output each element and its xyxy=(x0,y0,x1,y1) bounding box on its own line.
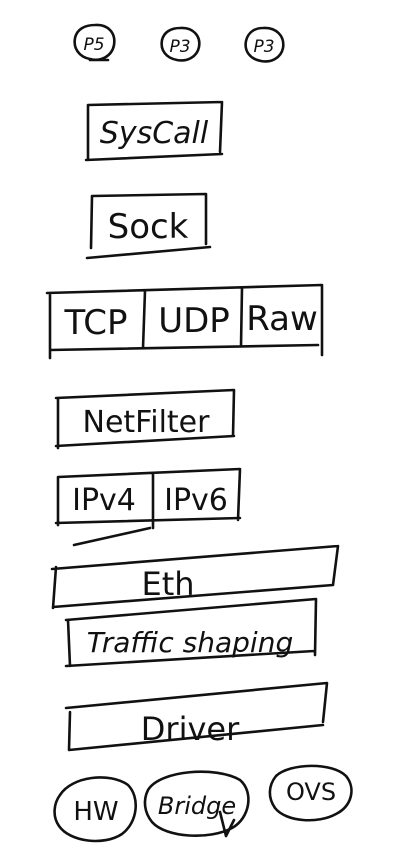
driver-box xyxy=(64,681,329,752)
process-label-3: P3 xyxy=(253,37,274,57)
syscall-label: SysCall xyxy=(100,116,209,151)
process-circle-1 xyxy=(73,23,116,62)
driver-layer: Driver xyxy=(64,681,329,752)
backend-label-hw: HW xyxy=(73,797,118,827)
process-circle-3 xyxy=(244,26,285,63)
process-label-1: P5 xyxy=(83,35,104,55)
ip-label-ipv6: IPv6 xyxy=(164,483,228,518)
backend-oval-bridge xyxy=(143,770,250,838)
transport-label-tcp: TCP xyxy=(63,303,127,343)
eth-label: Eth xyxy=(141,565,194,603)
transport-layer: TCP UDP Raw xyxy=(45,283,324,360)
transport-label-raw: Raw xyxy=(246,299,318,339)
backend-label-bridge: Bridge xyxy=(158,792,236,820)
sock-box xyxy=(85,192,212,260)
process-circle-2 xyxy=(160,26,201,62)
ip-label-ipv4: IPv4 xyxy=(72,483,136,518)
process-node: P5 xyxy=(73,23,116,62)
process-node: P3 xyxy=(160,26,201,62)
eth-box xyxy=(50,544,340,610)
netfilter-box xyxy=(54,388,236,450)
sock-layer: Sock xyxy=(85,192,212,260)
process-label-2: P3 xyxy=(169,37,190,57)
transport-box xyxy=(45,283,324,360)
process-node: P3 xyxy=(244,26,285,63)
transport-label-udp: UDP xyxy=(158,301,230,341)
backend-node: Bridge xyxy=(143,770,250,838)
sock-label: Sock xyxy=(108,207,189,247)
traffic-shaping-box xyxy=(64,597,318,668)
backend-oval-hw xyxy=(53,776,137,843)
syscall-layer: SysCall xyxy=(84,100,224,162)
backend-node: HW xyxy=(53,776,137,843)
backend-oval-ovs xyxy=(268,764,353,822)
backend-node: OVS xyxy=(268,764,353,822)
traffic-shaping-layer: Traffic shaping xyxy=(64,597,318,668)
netfilter-label: NetFilter xyxy=(83,405,211,440)
syscall-box xyxy=(84,100,224,162)
driver-label: Driver xyxy=(141,710,240,748)
eth-layer: Eth xyxy=(50,544,340,610)
netfilter-layer: NetFilter xyxy=(54,388,236,450)
traffic-shaping-label: Traffic shaping xyxy=(87,626,293,659)
ip-layer: IPv4 IPv6 xyxy=(54,467,242,547)
backend-label-ovs: OVS xyxy=(286,778,336,806)
ip-box xyxy=(54,467,242,547)
